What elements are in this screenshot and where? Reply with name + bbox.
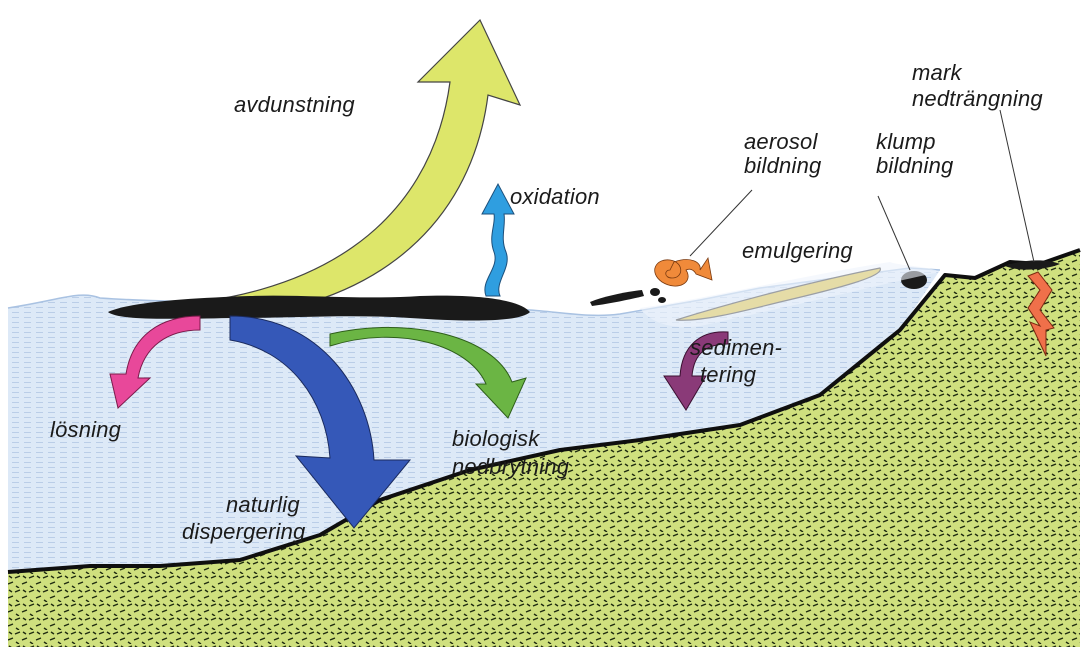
- label-klump-line1: klump: [876, 129, 936, 154]
- label-aerosol-line2: bildning: [744, 153, 821, 178]
- label-mark-line1: mark: [912, 60, 962, 85]
- label-mark-line2: nedträngning: [912, 86, 1043, 111]
- label-naturlig-line1: naturlig: [226, 492, 300, 517]
- avdunstning-arrow: [150, 20, 520, 318]
- label-biologisk-line1: biologisk: [452, 426, 539, 451]
- label-biologisk-line2: nedbrytning: [452, 454, 569, 479]
- aerosol-swirl: [655, 258, 712, 286]
- label-losning: lösning: [50, 417, 121, 442]
- label-avdunstning: avdunstning: [234, 92, 355, 117]
- mark-leader-line: [1000, 110, 1034, 262]
- label-sedimentering-line2: tering: [700, 362, 756, 387]
- label-emulgering: emulgering: [742, 238, 853, 263]
- klump-leader-line: [878, 196, 910, 270]
- label-oxidation: oxidation: [510, 184, 600, 209]
- oil-droplet: [650, 288, 660, 296]
- oil-droplet: [658, 297, 666, 303]
- label-sedimentering-line1: sedimen-: [690, 335, 782, 360]
- label-naturlig-line2: dispergering: [182, 519, 305, 544]
- label-klump-line2: bildning: [876, 153, 953, 178]
- label-aerosol-line1: aerosol: [744, 129, 818, 154]
- oil-fragment: [590, 290, 644, 306]
